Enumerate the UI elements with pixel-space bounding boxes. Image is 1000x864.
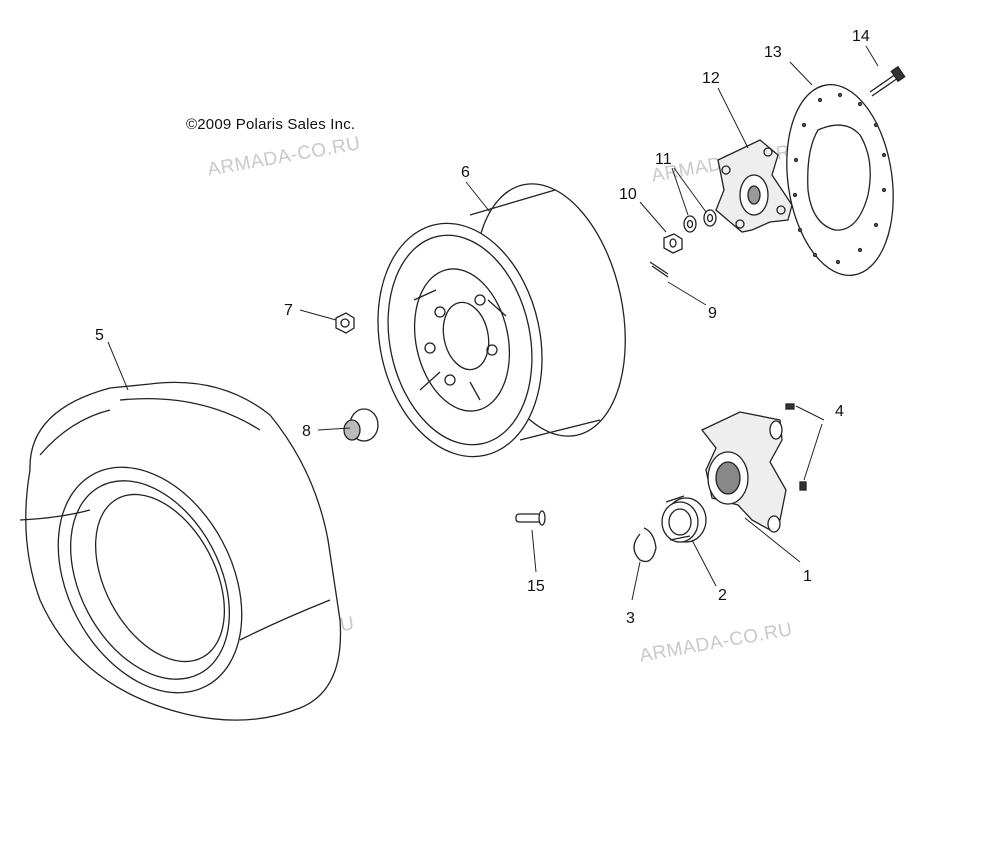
callout-9: 9: [708, 305, 717, 322]
callout-4: 4: [835, 403, 844, 420]
callout-13: 13: [764, 44, 782, 61]
callout-14: 14: [852, 28, 870, 45]
cotter-pin-icon: [649, 261, 669, 278]
hub-icon: [715, 139, 793, 233]
retaining-ring-icon: [633, 527, 657, 563]
callout-11: 11: [655, 151, 672, 168]
callout-10: 10: [619, 186, 637, 203]
tire-icon: [19, 381, 342, 721]
copyright-text: ©2009 Polaris Sales Inc.: [186, 116, 356, 133]
callout-3: 3: [626, 610, 635, 627]
callout-5: 5: [95, 327, 104, 344]
castle-nut-icon: [663, 233, 683, 254]
knuckle-icon: [700, 411, 787, 533]
callout-2: 2: [718, 587, 727, 604]
pin-icon: [515, 510, 546, 526]
callout-12: 12: [702, 70, 720, 87]
leader-lines: [107, 45, 879, 601]
wheel-rim-icon: [377, 183, 626, 458]
center-cap-icon: [343, 408, 379, 442]
grease-fitting-icon: [785, 403, 807, 491]
bolt-icon: [869, 65, 906, 97]
brake-disc-icon: [786, 84, 894, 276]
callout-8: 8: [302, 423, 311, 440]
lug-nut-icon: [335, 312, 355, 334]
callout-6: 6: [461, 164, 470, 181]
washer-icon: [683, 209, 717, 233]
bearing-icon: [661, 495, 707, 543]
callout-15: 15: [527, 578, 545, 595]
callout-1: 1: [803, 568, 812, 585]
callout-7: 7: [284, 302, 293, 319]
